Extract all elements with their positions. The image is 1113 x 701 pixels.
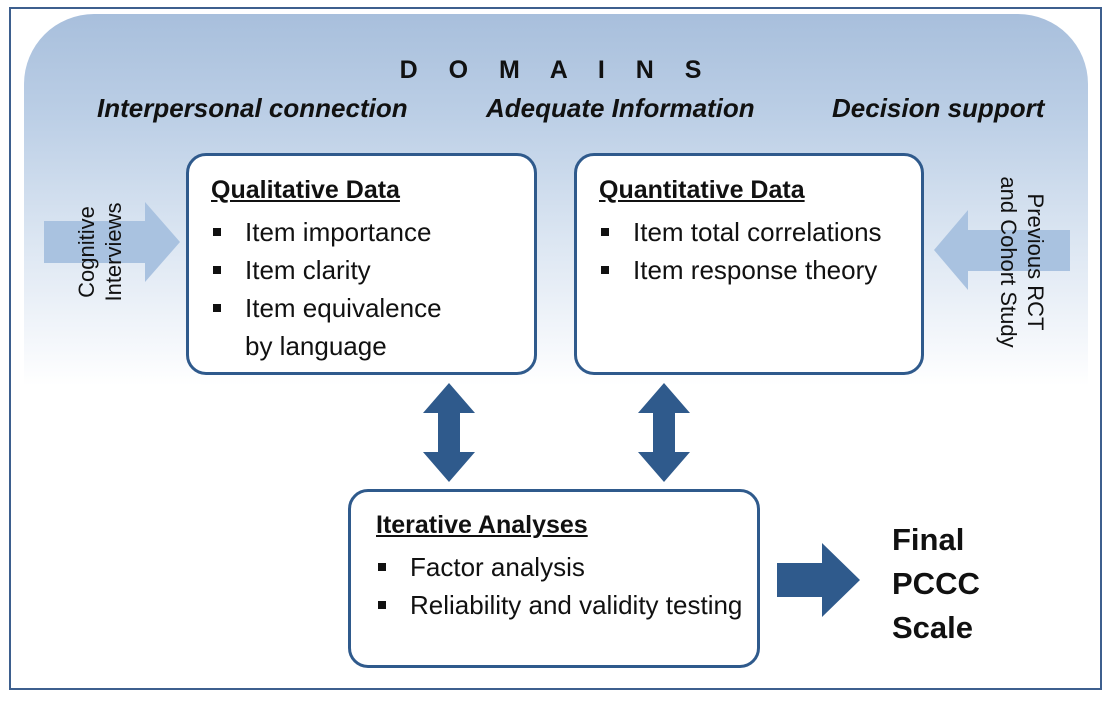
item-list: Factor analysis Reliability and validity… [376, 548, 742, 624]
input-label-line: Interviews [101, 202, 126, 302]
domain-interpersonal-connection: Interpersonal connection [97, 93, 408, 123]
box-title: Qualitative Data [211, 176, 400, 204]
list-item: Item clarity [211, 251, 475, 289]
quantitative-data-box: Quantitative Data Item total correlation… [574, 153, 924, 375]
box-title: Iterative Analyses [376, 511, 588, 539]
final-label-line: PCCC [892, 566, 980, 601]
input-label-line: Cognitive [74, 206, 99, 298]
qualitative-data-box: Qualitative Data Item importance Item cl… [186, 153, 537, 375]
output-arrow [777, 543, 860, 617]
input-label-cognitive-interviews: Cognitive Interviews [73, 202, 127, 301]
input-label-line: Previous RCT [1023, 193, 1048, 331]
double-arrow-quantitative [638, 383, 690, 482]
list-item: Reliability and validity testing [376, 586, 742, 624]
domain-decision-support: Decision support [832, 93, 1045, 123]
final-label-line: Final [892, 522, 965, 557]
list-item: Item importance [211, 213, 475, 251]
list-item: Item response theory [599, 251, 882, 289]
final-label-line: Scale [892, 610, 974, 645]
iterative-analyses-box: Iterative Analyses Factor analysis Relia… [348, 489, 760, 668]
list-item: Factor analysis [376, 548, 742, 586]
item-list: Item importance Item clarity Item equiva… [211, 213, 475, 365]
double-arrow-qualitative [423, 383, 475, 482]
final-pccc-scale-label: Final PCCC Scale [892, 518, 980, 650]
input-arrow-left [44, 202, 180, 282]
domain-adequate-information: Adequate Information [486, 93, 755, 123]
box-title: Quantitative Data [599, 176, 805, 204]
list-item: Item total correlations [599, 213, 882, 251]
item-list: Item total correlations Item response th… [599, 213, 882, 289]
list-item: Item equivalence by language [211, 289, 475, 365]
input-label-previous-rct: Previous RCT and Cohort Study [995, 176, 1049, 347]
domains-title: D O M A I N S [399, 56, 714, 84]
input-arrow-right [934, 210, 1070, 290]
input-label-line: and Cohort Study [996, 176, 1021, 348]
